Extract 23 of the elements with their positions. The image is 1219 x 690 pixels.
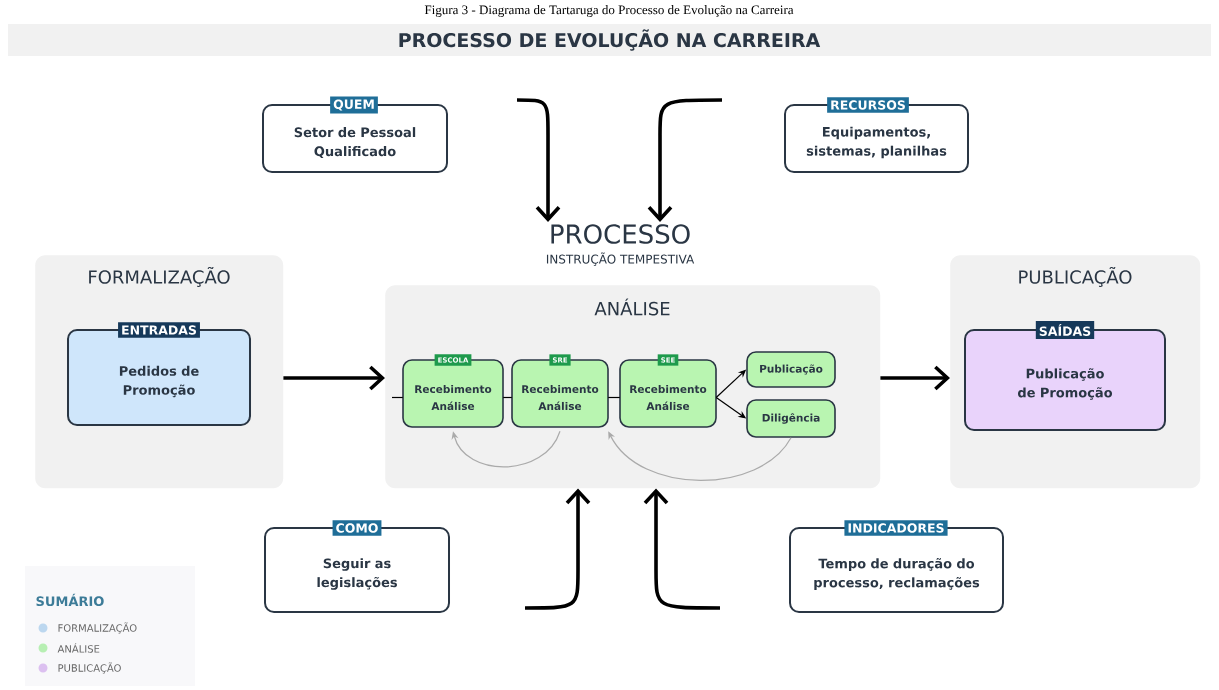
- outcome-box: Publicação: [746, 351, 836, 388]
- method-box: COMO Seguir as legislações: [264, 520, 450, 613]
- legend-heading: SUMÁRIO: [36, 593, 104, 607]
- arrow: [525, 488, 591, 610]
- role-box: QUEM Setor de Pessoal Qualificado: [262, 96, 448, 173]
- arrow: [608, 431, 792, 482]
- process-heading: PROCESSO INSTRUÇÃO TEMPESTIVA: [546, 224, 695, 266]
- outcome-box: Diligência: [746, 399, 836, 438]
- arrow: [647, 98, 722, 222]
- resource-box: RECURSOS Equipamentos, sistemas, planilhas: [784, 97, 969, 173]
- output-box: SAÍDAS Publicação de Promoção: [964, 321, 1166, 431]
- title-band: PROCESSO DE EVOLUÇÃO NA CARREIRA: [8, 24, 1211, 56]
- input-box: ENTRADAS Pedidos de Promoção: [67, 322, 251, 426]
- legend-text: PUBLICAÇÃO: [58, 662, 121, 674]
- arrow: [517, 98, 561, 222]
- legend-text: ANÁLISE: [57, 643, 100, 653]
- arrow: [283, 365, 385, 391]
- indicator-box: INDICADORES Tempo de duração do processo, reclamações: [789, 520, 1004, 613]
- arrow: [880, 365, 950, 391]
- legend-text: FORMALIZAÇÃO: [58, 622, 137, 634]
- arrow: [451, 430, 561, 468]
- figure-caption: Figura 3 - Diagrama de Tartaruga do Processo de Evolução na Carreira: [424, 5, 794, 17]
- arrow: [643, 488, 720, 610]
